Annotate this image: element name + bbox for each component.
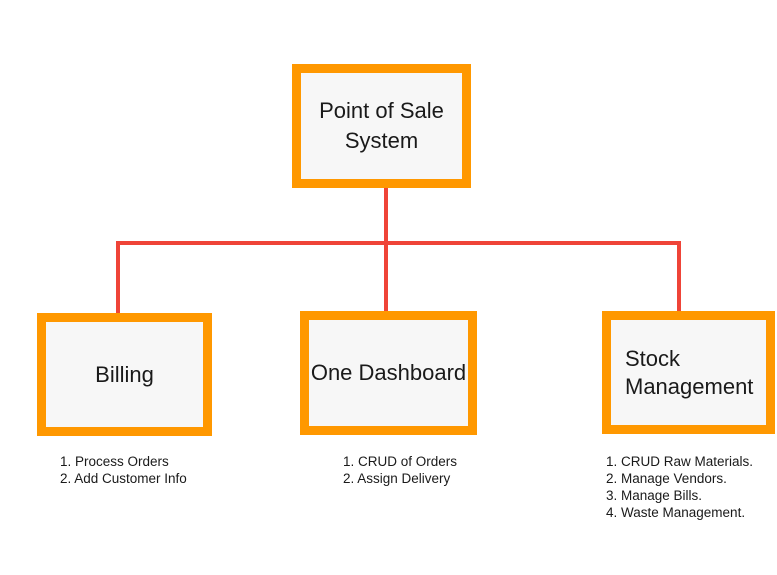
list-item: 2. Add Customer Info [60,471,187,486]
list-item: 4. Waste Management. [606,505,746,520]
list-item: 3. Manage Bills. [606,488,703,503]
dashboard-feature-list: 1. CRUD of Orders 2. Assign Delivery [343,453,457,487]
stock-management-label-line1: Stock [625,345,681,371]
stock-management-label: Stock Management [625,345,753,401]
list-item: 1. CRUD of Orders [343,454,458,469]
list-item: 2. Assign Delivery [343,471,451,486]
root-node-label-line2: System [344,128,419,153]
child-node-billing: Billing [37,313,212,436]
child-node-stock-management: Stock Management [602,311,775,434]
billing-label: Billing [95,361,154,387]
root-node-label-line1: Point of Sale [319,98,444,123]
list-item: 1. CRUD Raw Materials. [606,454,754,469]
one-dashboard-label: One Dashboard [310,360,467,385]
root-node-label: Point of Sale System [319,96,444,156]
root-node-point-of-sale-system: Point of Sale System [292,64,471,188]
stock-management-label-line2: Management [625,373,754,399]
stock-feature-list: 1. CRUD Raw Materials. 2. Manage Vendors… [606,453,753,521]
billing-feature-list: 1. Process Orders 2. Add Customer Info [60,453,187,487]
list-item: 1. Process Orders [60,454,169,469]
list-item: 2. Manage Vendors. [606,471,727,486]
child-node-one-dashboard: One Dashboard [300,311,477,435]
